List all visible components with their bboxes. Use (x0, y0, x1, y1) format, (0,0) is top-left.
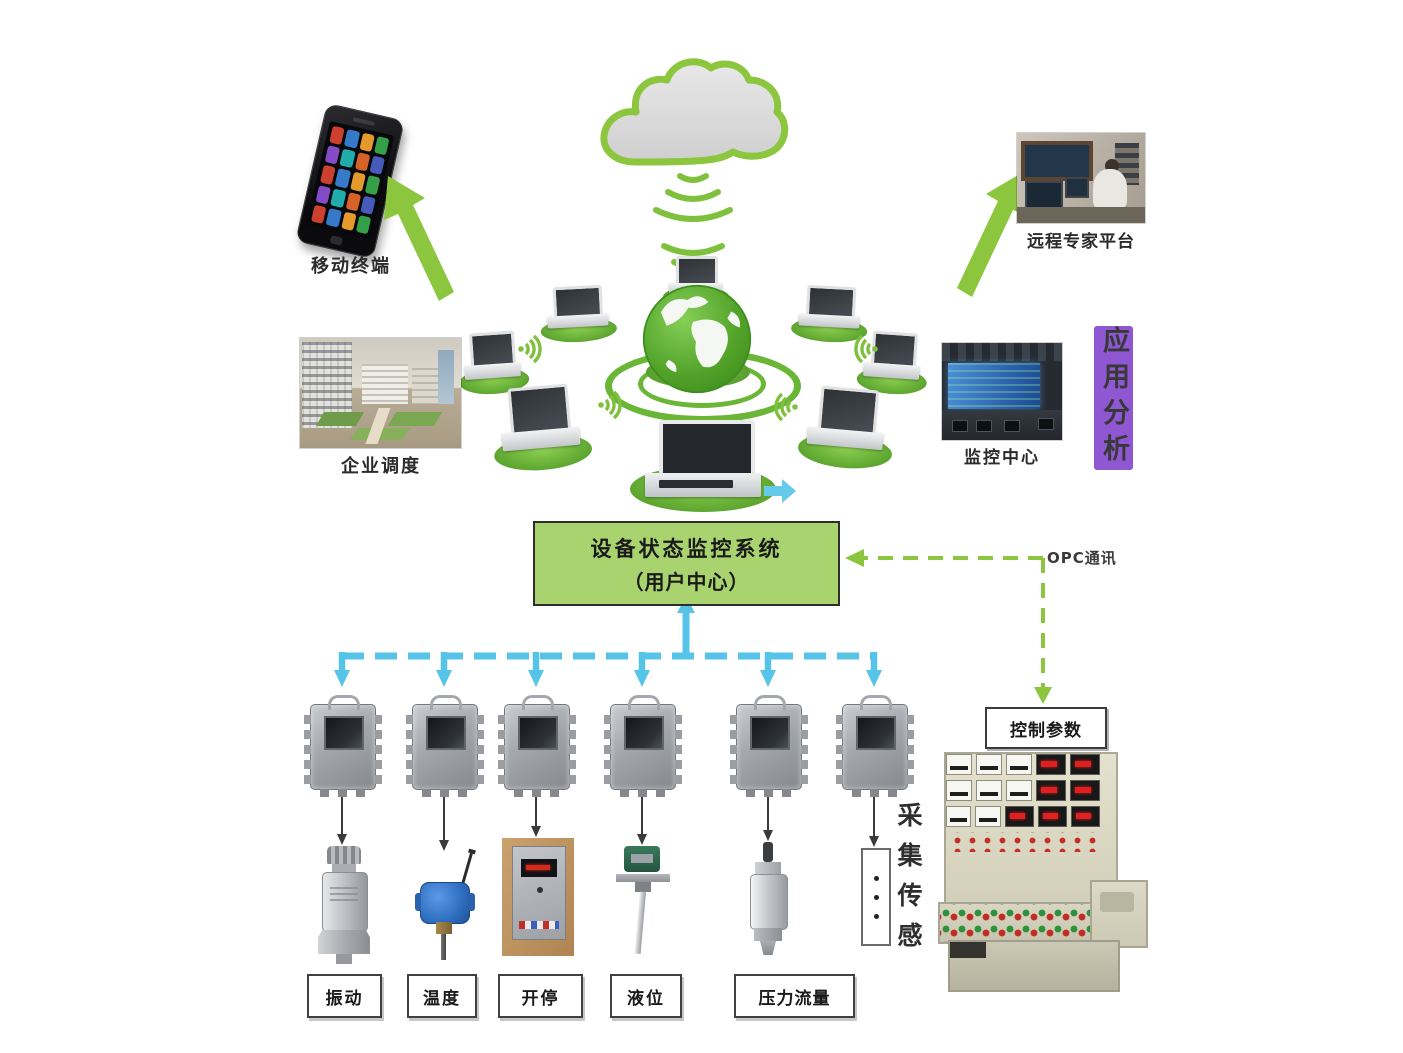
acquisition-device-box (604, 695, 682, 797)
acquisition-device-box (498, 695, 576, 797)
cabinet-base (948, 940, 1120, 992)
acquisition-device-box (304, 695, 382, 797)
remote-expert-photo (1017, 133, 1145, 223)
application-analysis-label: 应用分析 (1094, 326, 1133, 470)
monitor-shape (976, 420, 992, 432)
cabinet-vent (950, 942, 986, 958)
building-shape (362, 364, 408, 404)
central-system-title: 设备状态监控系统 (590, 536, 783, 561)
phone-speaker (352, 117, 375, 126)
sensor-label-pressure-flow: 压力流量 (734, 974, 855, 1018)
laptop-icon (630, 420, 776, 512)
cloud-icon (600, 58, 789, 166)
control-params-box: 控制参数 (985, 707, 1107, 749)
lawn-shape (387, 412, 443, 426)
video-wall-shape (948, 363, 1040, 409)
vibration-sensor-icon (318, 846, 370, 964)
acquisition-sensing-label: 采集传感 (894, 802, 923, 962)
laptop-icon (796, 384, 898, 472)
temperature-sensor-icon (414, 852, 476, 960)
wifi-signal-icon (518, 334, 542, 364)
phone-home-button (329, 235, 344, 246)
monitor-shape (952, 420, 968, 432)
wifi-signal-icon (598, 390, 622, 420)
sensor-label-level: 液位 (610, 974, 682, 1018)
laptop-icon (489, 382, 594, 475)
acquisition-device-box (730, 695, 808, 797)
monitor-shape (1065, 177, 1089, 198)
monitoring-center-photo (942, 343, 1062, 440)
enterprise-dispatch-label: 企业调度 (341, 456, 421, 477)
wifi-signal-icon (854, 334, 878, 364)
on-off-sensor-icon (502, 838, 574, 956)
laptop-icon (539, 284, 618, 344)
window-shape (1021, 141, 1093, 181)
mobile-terminal-label: 移动终端 (311, 256, 391, 277)
more-sensors-placeholder (861, 848, 891, 946)
monitor-shape (1025, 181, 1063, 209)
building-shape (438, 350, 454, 404)
indicator-lights (946, 832, 1100, 852)
desk-shape (1017, 207, 1145, 223)
cabinet-side-console (1090, 880, 1148, 948)
wifi-signal-icon (774, 392, 798, 422)
sensor-label-temperature: 温度 (407, 974, 477, 1018)
globe-icon (642, 284, 752, 394)
level-sensor-icon (616, 846, 670, 958)
person-shape (1093, 169, 1127, 209)
acquisition-device-box (406, 695, 484, 797)
opc-link-label: OPC通讯 (1047, 549, 1117, 567)
central-system-box: 设备状态监控系统 （用户中心） (533, 521, 840, 606)
monitor-shape (1038, 418, 1054, 430)
sensor-label-onoff: 开停 (498, 974, 583, 1018)
acquisition-device-box (836, 695, 914, 797)
central-system-subtitle: （用户中心） (623, 569, 750, 594)
cabinet-instrument-panel (946, 754, 1101, 872)
arrow-up-left-icon (384, 176, 454, 301)
control-cabinet-photo (938, 752, 1148, 992)
cabinet-body (944, 752, 1118, 906)
monitor-shape (1004, 420, 1020, 432)
pressure-sensor-icon (744, 842, 792, 958)
ceiling-shape (942, 343, 1062, 361)
lawn-shape (315, 412, 365, 426)
monitoring-center-label: 监控中心 (964, 448, 1040, 468)
arrow-up-right-icon (957, 172, 1027, 297)
sensor-label-vibration: 振动 (307, 974, 382, 1018)
enterprise-photo (300, 338, 461, 448)
remote-expert-label: 远程专家平台 (1027, 232, 1135, 252)
